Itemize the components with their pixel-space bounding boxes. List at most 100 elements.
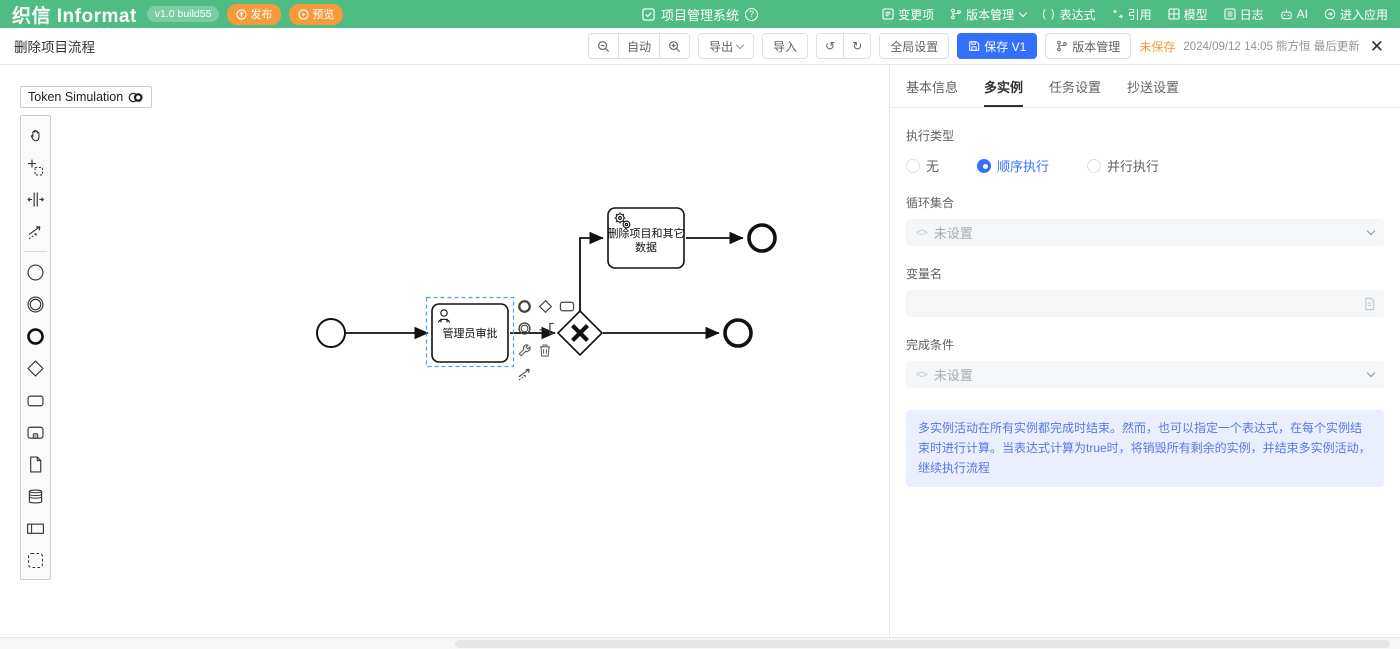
task2-label-line1: 删除项目和其它: [608, 226, 685, 240]
append-task-button[interactable]: [559, 299, 576, 318]
task2-label-line2: 数据: [635, 240, 657, 254]
multi-instance-info: 多实例活动在所有实例都完成时结束。然而，也可以指定一个表达式，在每个实例结束时进…: [906, 410, 1384, 488]
tab-cc-settings[interactable]: 抄送设置: [1127, 80, 1180, 95]
create-group[interactable]: [21, 544, 50, 576]
tab-basic-info[interactable]: 基本信息: [906, 80, 959, 95]
complete-condition-label: 完成条件: [906, 338, 955, 352]
publish-icon: [236, 8, 248, 20]
start-event[interactable]: [316, 318, 346, 348]
context-pad: [517, 299, 576, 384]
service-task-delete-data[interactable]: 删除项目和其它 数据: [607, 207, 685, 269]
token-simulation-toggle[interactable]: Token Simulation: [20, 86, 153, 108]
bpmn-canvas[interactable]: Token Simulation: [0, 65, 889, 637]
loop-collection-label: 循环集合: [906, 196, 955, 210]
connect-tool[interactable]: [21, 215, 50, 247]
help-icon[interactable]: ?: [745, 7, 758, 21]
menu-item-version-manage[interactable]: 版本管理: [950, 6, 1028, 23]
start-event-icon: [27, 263, 44, 281]
end-event-top[interactable]: [747, 223, 777, 253]
export-button[interactable]: 导出: [698, 33, 755, 59]
end-event-icon: [518, 300, 531, 313]
create-gateway[interactable]: [21, 352, 50, 384]
undo-button[interactable]: ↺: [817, 34, 844, 58]
checkbox-icon: [642, 7, 655, 21]
app-title: 项目管理系统: [660, 7, 739, 23]
complete-condition-select[interactable]: <> 未设置: [906, 361, 1384, 388]
parentheses-icon: ( ): [1042, 8, 1056, 20]
bpmn-diagram: 管理员审批 删除项目和其它 数据: [316, 207, 777, 368]
create-data-store[interactable]: [21, 480, 50, 512]
end-event-bottom[interactable]: [723, 318, 753, 348]
document-icon: [1365, 297, 1375, 310]
zoom-out-button[interactable]: [589, 34, 619, 58]
connect-icon: [28, 225, 41, 239]
create-end-event[interactable]: [21, 320, 50, 352]
user-task-approve[interactable]: 管理员审批: [431, 303, 509, 363]
radio-sequential[interactable]: 顺序执行: [977, 156, 1049, 175]
publish-button[interactable]: 发布: [227, 3, 282, 25]
create-task[interactable]: [21, 384, 50, 416]
toggle-icon: [128, 92, 143, 102]
change-type-button[interactable]: [517, 343, 534, 362]
append-gateway-button[interactable]: [538, 299, 555, 318]
model-icon: [1168, 8, 1180, 20]
delete-button[interactable]: [538, 343, 555, 362]
connect-button[interactable]: [517, 365, 534, 384]
task-icon: [559, 301, 575, 312]
intermediate-event-icon: [27, 295, 44, 313]
create-data-object[interactable]: [21, 448, 50, 480]
menu-item-changes[interactable]: 变更项: [882, 6, 934, 23]
chevron-down-icon: [1018, 8, 1028, 17]
horizontal-scrollbar[interactable]: [0, 637, 1400, 649]
zoom-in-button[interactable]: [659, 34, 690, 58]
lasso-tool[interactable]: [21, 151, 50, 183]
chevron-down-icon: [1366, 368, 1376, 378]
save-button[interactable]: 保存 V1: [957, 33, 1038, 59]
redo-button[interactable]: ↻: [843, 34, 871, 58]
create-start-event[interactable]: [21, 256, 50, 288]
create-subprocess[interactable]: [21, 416, 50, 448]
append-intermediate-event-button[interactable]: [517, 321, 534, 340]
radio-parallel[interactable]: 并行执行: [1087, 156, 1159, 175]
close-icon[interactable]: ✕: [1369, 36, 1384, 56]
menu-item-model[interactable]: 模型: [1168, 6, 1208, 23]
radio-none[interactable]: 无: [906, 156, 939, 175]
variable-name-input[interactable]: [916, 296, 1363, 311]
editor-toolbar: 删除项目流程 自动 导出 导入 ↺ ↻: [0, 28, 1400, 65]
menu-item-ai[interactable]: AI: [1280, 7, 1308, 21]
palette-divider: [24, 251, 47, 252]
menu-item-expression[interactable]: ( ) 表达式: [1042, 7, 1096, 22]
exclusive-gateway[interactable]: [556, 309, 604, 357]
enter-app-icon: [1324, 8, 1336, 20]
participant-icon: [27, 523, 44, 534]
gateway-icon: [538, 299, 553, 314]
tab-multi-instance[interactable]: 多实例: [984, 77, 1024, 107]
zoom-in-icon: [669, 40, 681, 52]
menu-item-reference[interactable]: 引用: [1112, 6, 1152, 23]
scrollbar-thumb[interactable]: [455, 640, 1390, 648]
space-tool[interactable]: [21, 183, 50, 215]
preview-button[interactable]: 预览: [289, 3, 344, 25]
hand-tool[interactable]: [21, 119, 50, 151]
version-manage-button[interactable]: 版本管理: [1045, 33, 1132, 59]
robot-icon: [1280, 9, 1292, 20]
create-participant[interactable]: [21, 512, 50, 544]
global-settings-button[interactable]: 全局设置: [879, 33, 950, 59]
variable-name-field: [906, 290, 1384, 317]
import-button[interactable]: 导入: [762, 33, 809, 59]
radio-icon: [906, 158, 920, 173]
append-end-event-button[interactable]: [517, 299, 534, 318]
data-object-icon: [30, 455, 42, 473]
loop-collection-select[interactable]: <> 未设置: [906, 219, 1384, 246]
save-icon: [969, 41, 980, 51]
zoom-auto-button[interactable]: 自动: [618, 34, 660, 58]
header-menu: 变更项 版本管理 ( ) 表达式 引用 模型 日志: [882, 6, 1388, 23]
create-intermediate-event[interactable]: [21, 288, 50, 320]
menu-item-enter-app[interactable]: 进入应用: [1324, 6, 1388, 23]
gears-icon: [614, 212, 631, 229]
flow-gateway-to-task2[interactable]: [579, 231, 604, 311]
tab-task-settings[interactable]: 任务设置: [1049, 80, 1102, 95]
append-text-annotation-button[interactable]: [538, 321, 576, 340]
menu-item-log[interactable]: 日志: [1224, 6, 1264, 23]
preview-label: 预览: [312, 9, 335, 21]
